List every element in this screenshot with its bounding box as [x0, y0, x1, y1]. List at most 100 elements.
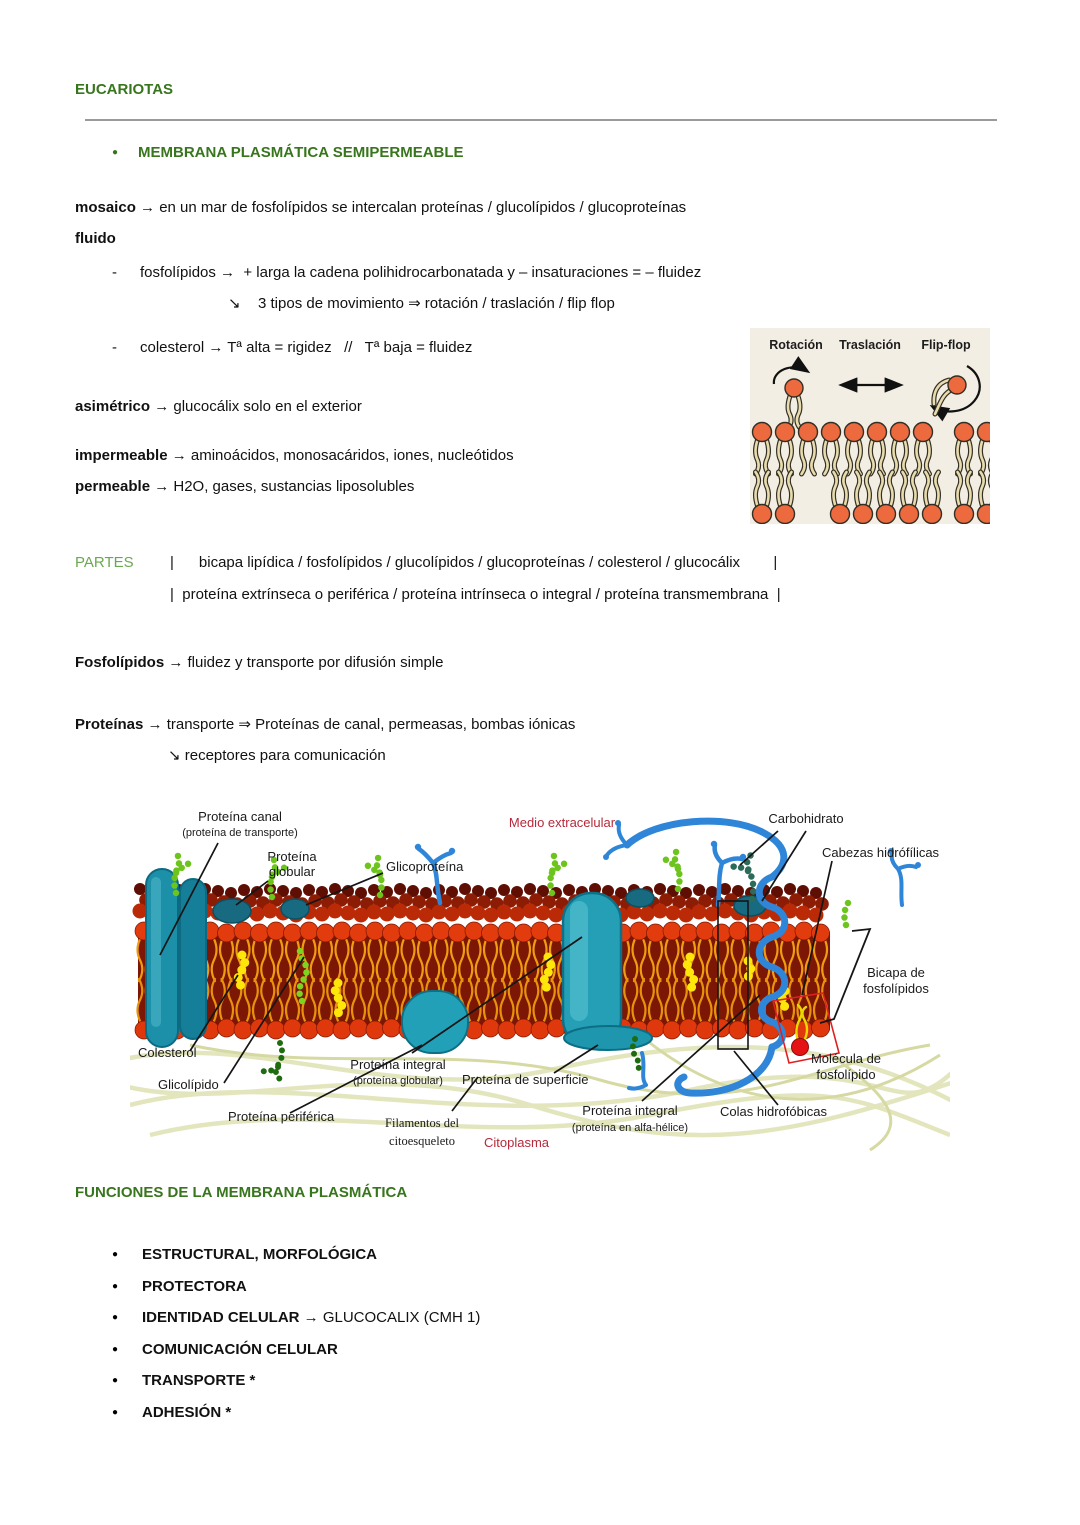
definition: 3 tipos de movimiento ⇒ rotación / trasl… [258, 295, 615, 312]
line-fluido: fluido [75, 230, 116, 247]
partes-label: PARTES [75, 554, 134, 571]
alpha-helix-coil [755, 873, 789, 1051]
term: permeable [75, 478, 151, 495]
line-receptores: ↘ receptores para comunicación [168, 747, 386, 764]
dash: - [112, 339, 117, 356]
divider [85, 119, 997, 121]
hydrophobic-tails-label: Colas hidrofóbicas [720, 1104, 827, 1119]
hydrophilic-heads-label: Cabezas hidrófílicas [822, 845, 940, 860]
line-fosfolipidos: -fosfolípidos → + larga la cadena polihi… [112, 263, 701, 282]
definition: fosfolípidos → + larga la cadena polihid… [140, 264, 702, 281]
flipflop-label: Flip-flop [921, 338, 971, 352]
cytoskeleton-label-2: citoesqueleto [389, 1134, 455, 1148]
page-title: EUCARIOTAS [75, 81, 174, 98]
cytoplasm-label: Citoplasma [484, 1135, 550, 1150]
globular-protein-label: Proteína [267, 849, 317, 864]
line-impermeable: impermeable → aminoácidos, monosacáridos… [75, 446, 514, 465]
section-heading: MEMBRANA PLASMÁTICA SEMIPERMEABLE [138, 144, 464, 161]
channel-protein [145, 868, 207, 1048]
flipflop-arrow-icon [929, 365, 981, 422]
line-permeable: permeable → H2O, gases, sustancias lipos… [75, 477, 414, 496]
phospholipid-molecule-highlight [772, 992, 840, 1064]
item-text: IDENTIDAD CELULAR [142, 1309, 300, 1326]
bilayer-bracket [819, 927, 872, 1024]
term: Fosfolípidos [75, 654, 165, 671]
glycolipid-label: Glicolípido [158, 1077, 219, 1092]
term: Proteínas [75, 716, 144, 733]
pointer-lines [159, 830, 833, 1114]
line-partes-1: PARTES | bicapa lipídica / fosfolípidos /… [75, 553, 777, 572]
rotation-arrow-icon [772, 356, 811, 385]
glycoprotein-structures [414, 817, 921, 1097]
rotating-phospholipid [784, 378, 804, 431]
line-fosfolipidos-2: Fosfolípidos → fluidez y transporte por … [75, 653, 443, 672]
term: mosaico [75, 199, 136, 216]
peripheral-protein-label: Proteína periférica [228, 1109, 335, 1124]
molecule-label-2: fosfolípido [816, 1067, 875, 1082]
glycoprotein-label: Glicoproteína [386, 859, 464, 874]
carbohydrate-chains [171, 845, 852, 1082]
term: asimétrico [75, 398, 151, 415]
bullet-icon: ● [112, 147, 119, 158]
definition: colesterol → Tª alta = rigidez // Tª baj… [140, 339, 473, 356]
translation-label: Traslación [839, 338, 901, 352]
bullet-icon: ● [112, 1375, 119, 1386]
integral-protein-globular [561, 891, 623, 1049]
bullet-icon: ● [112, 1312, 119, 1323]
bilayer-label-1: Bicapa de [867, 965, 925, 980]
item-text: COMUNICACIÓN CELULAR [142, 1341, 338, 1358]
line-partes-2: | proteína extrínseca o periférica / pro… [170, 586, 781, 603]
bullet-icon: ● [112, 1281, 119, 1292]
bilayer-label-2: fosfolípidos [863, 981, 929, 996]
funciones-item: ● IDENTIDAD CELULAR → GLUCOCALIX (CMH 1) [112, 1308, 480, 1327]
definition: → aminoácidos, monosacáridos, iones, nuc… [167, 447, 514, 464]
bullet-icon: ● [112, 1407, 119, 1418]
bullet-icon: ● [112, 1249, 119, 1260]
movement-figure: Rotación Traslación Flip-flop [750, 328, 990, 524]
integral-globular-sublabel: (proteína globular) [353, 1075, 443, 1087]
peripheral-protein [401, 990, 469, 1054]
line-mosaico: mosaico → en un mar de fosfolípidos se i… [75, 198, 686, 217]
cytoskeleton-label-1: Filamentos del [385, 1116, 459, 1130]
funciones-item: ● TRANSPORTE * [112, 1371, 255, 1390]
line-movimientos: ↘ 3 tipos de movimiento ⇒ rotación / tras… [228, 294, 615, 313]
item-text: PROTECTORA [142, 1278, 247, 1295]
funciones-item: ● COMUNICACIÓN CELULAR [112, 1340, 338, 1359]
channel-protein-label: Proteína canal [198, 809, 282, 824]
funciones-item: ● ADHESIÓN * [112, 1403, 231, 1422]
section-bullet-item: ● MEMBRANA PLASMÁTICA SEMIPERMEABLE [112, 143, 464, 162]
definition: → glucocálix solo en el exterior [150, 398, 362, 415]
line-colesterol: - colesterol → Tª alta = rigidez // Tª ba… [112, 338, 472, 357]
funciones-item: ● PROTECTORA [112, 1277, 247, 1296]
globular-protein-label-2: globular [269, 864, 316, 879]
cholesterol-label: Colesterol [138, 1045, 197, 1060]
arrow-icon: ↘ [228, 295, 241, 312]
line-proteinas: Proteínas → transporte ⇒ Proteínas de ca… [75, 715, 575, 734]
integral-globular-label: Proteína integral [350, 1057, 446, 1072]
flipping-phospholipid [931, 375, 967, 417]
item-text: ADHESIÓN * [142, 1404, 232, 1421]
definition: → fluidez y transporte por difusión simp… [164, 654, 444, 671]
item-rest: → GLUCOCALIX (CMH 1) [299, 1309, 481, 1326]
membrane-figure: Proteína canal (proteína de transporte) … [130, 809, 950, 1152]
funciones-item: ● ESTRUCTURAL, MORFOLÓGICA [112, 1245, 377, 1264]
definition: → en un mar de fosfolípidos se intercala… [135, 199, 687, 216]
item-text: ESTRUCTURAL, MORFOLÓGICA [142, 1246, 377, 1263]
partes-list-1: | bicapa lipídica / fosfolípidos / gluco… [170, 554, 778, 571]
term: impermeable [75, 447, 168, 464]
line-asimetrico: asimétrico → glucocálix solo en el exter… [75, 397, 362, 416]
integral-helix-label: Proteína integral [582, 1103, 678, 1118]
channel-protein-sublabel: (proteína de transporte) [182, 827, 298, 839]
extracellular-label: Medio extracelular [509, 815, 616, 830]
carbohydrate-label: Carbohidrato [768, 811, 843, 826]
definition: → transporte ⇒ Proteínas de canal, perme… [143, 716, 576, 733]
bullet-icon: ● [112, 1344, 119, 1355]
surface-protein [563, 1025, 653, 1051]
membrane-core [138, 929, 830, 1033]
globular-surface-proteins [212, 888, 767, 924]
definition: → H2O, gases, sustancias liposolubles [150, 478, 415, 495]
hydrophobic-tails-bracket [717, 900, 749, 1050]
item-text: TRANSPORTE * [142, 1372, 256, 1389]
molecule-label-1: Molécula de [811, 1051, 881, 1066]
